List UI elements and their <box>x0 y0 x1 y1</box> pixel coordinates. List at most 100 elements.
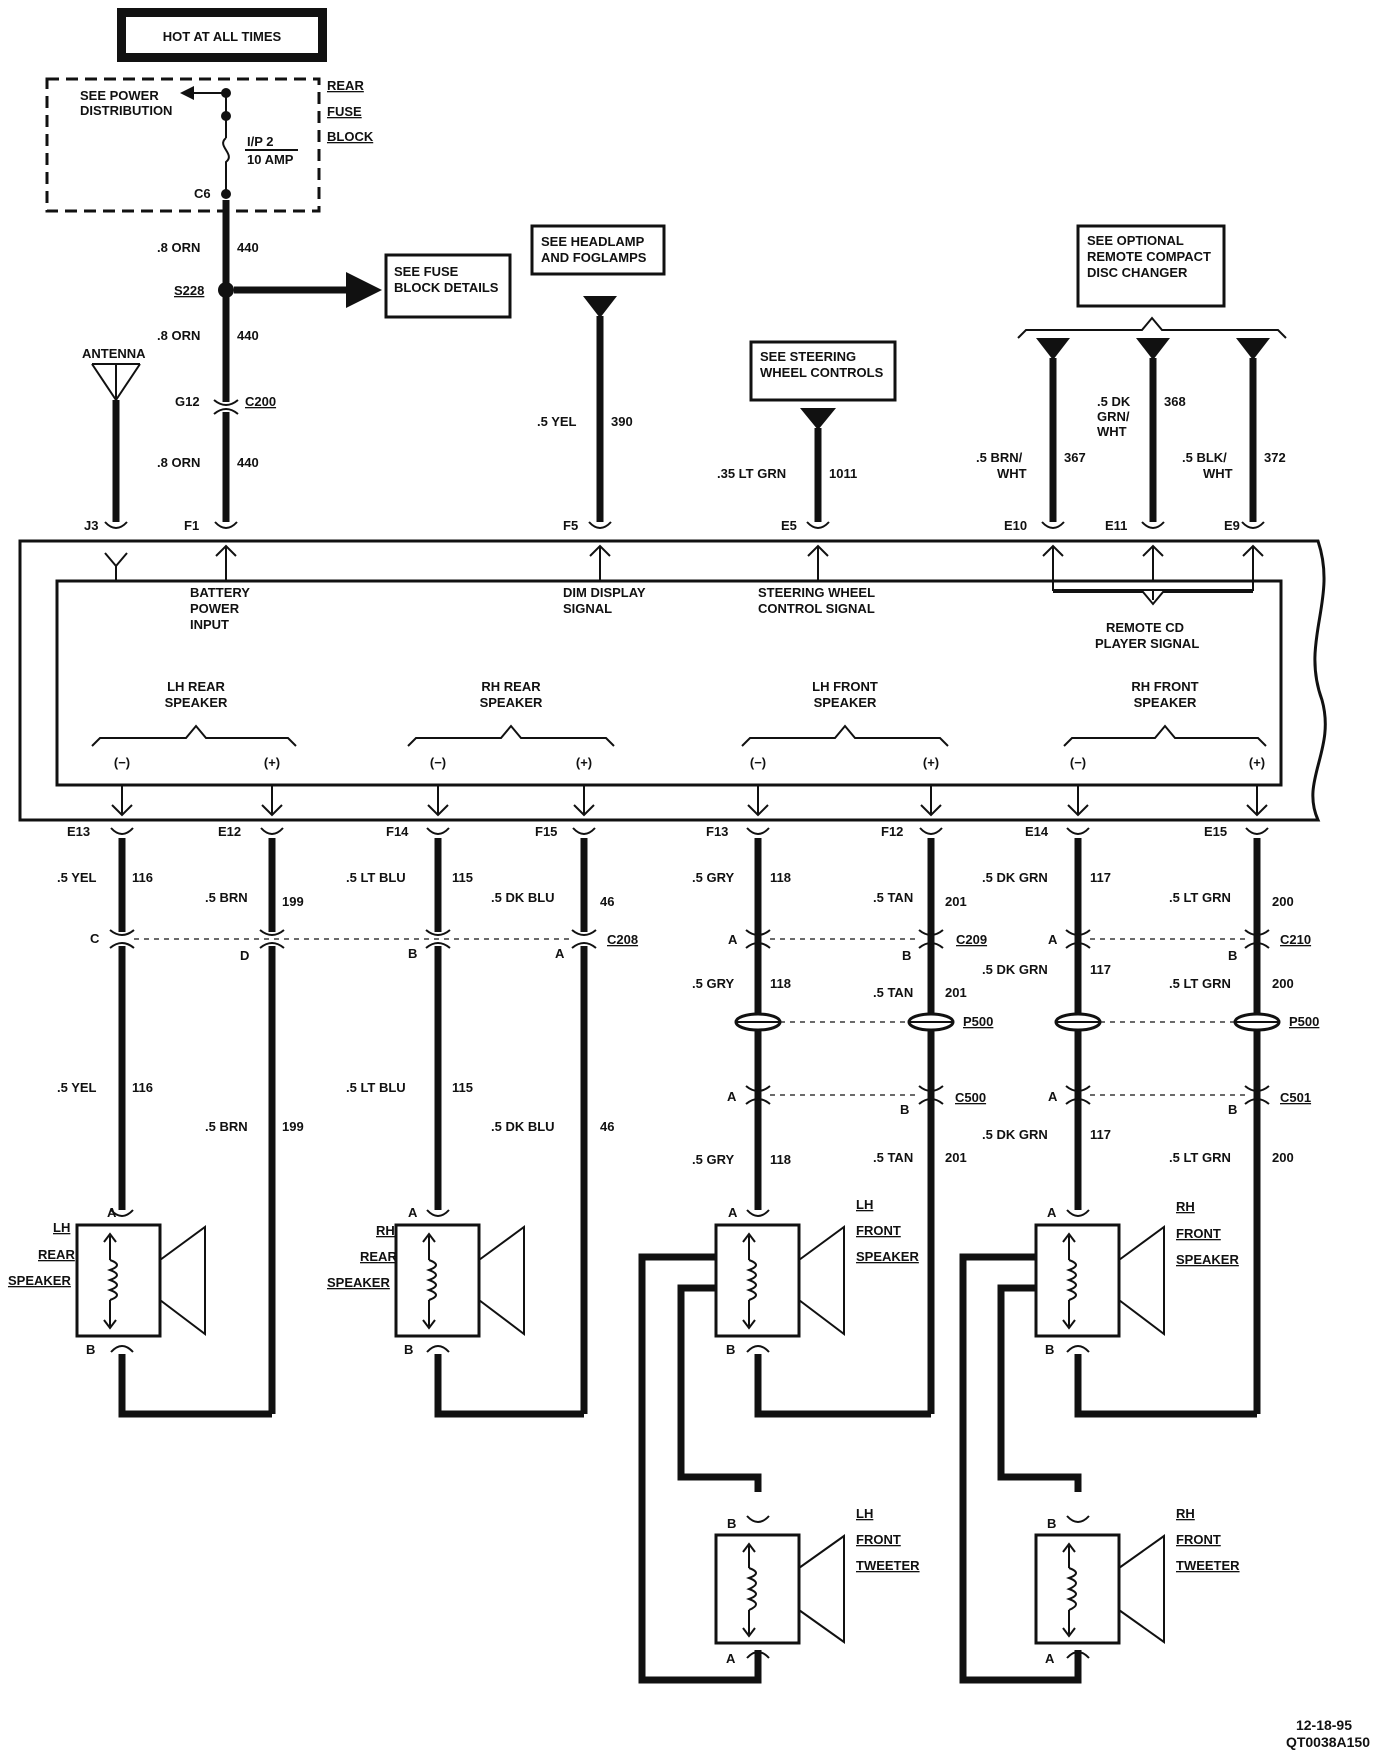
svg-text:A: A <box>726 1651 736 1666</box>
see-cd-changer-box: SEE OPTIONAL REMOTE COMPACT DISC CHANGER… <box>976 224 1287 522</box>
svg-text:BATTERY: BATTERY <box>190 585 250 600</box>
svg-text:STEERING WHEEL: STEERING WHEEL <box>758 585 875 600</box>
rh-front-speaker-icon: A B RH FRONT SPEAKER <box>1034 1199 1239 1357</box>
svg-text:POWER: POWER <box>190 601 240 616</box>
svg-text:.5 BRN: .5 BRN <box>205 890 248 905</box>
svg-text:WHT: WHT <box>1097 424 1127 439</box>
svg-text:.5 BRN/: .5 BRN/ <box>976 450 1023 465</box>
svg-text:REAR: REAR <box>38 1247 75 1262</box>
svg-text:REMOTE CD: REMOTE CD <box>1106 620 1184 635</box>
connector-links <box>770 938 1245 1096</box>
svg-text:.5 TAN: .5 TAN <box>873 985 913 1000</box>
svg-text:200: 200 <box>1272 894 1294 909</box>
svg-text:SPEAKER: SPEAKER <box>814 695 877 710</box>
svg-text:SPEAKER: SPEAKER <box>1176 1252 1239 1267</box>
svg-text:.5 LT BLU: .5 LT BLU <box>346 1080 406 1095</box>
arrow-left-icon <box>180 86 194 100</box>
svg-text:.8 ORN: .8 ORN <box>157 328 200 343</box>
svg-text:GRN/: GRN/ <box>1097 409 1130 424</box>
svg-text:117: 117 <box>1090 1127 1111 1142</box>
svg-text:F5: F5 <box>563 518 578 533</box>
svg-text:A: A <box>555 946 565 961</box>
svg-text:.5 DK GRN: .5 DK GRN <box>982 962 1048 977</box>
top-pin-connectors: J3 F1 F5 E5 E10 E11 E9 <box>84 518 1265 581</box>
svg-text:SPEAKER: SPEAKER <box>856 1249 919 1264</box>
svg-text:E14: E14 <box>1025 824 1049 839</box>
svg-text:REMOTE COMPACT: REMOTE COMPACT <box>1087 249 1211 264</box>
svg-text:440: 440 <box>237 240 259 255</box>
svg-text:(+): (+) <box>923 755 939 770</box>
svg-text:LH REAR: LH REAR <box>167 679 225 694</box>
see-steering-box: SEE STEERING WHEEL CONTROLS .35 LT GRN 1… <box>717 340 897 522</box>
svg-text:46: 46 <box>600 1119 614 1134</box>
svg-text:WHT: WHT <box>1203 466 1233 481</box>
splice-s228: S228 <box>174 272 382 308</box>
svg-text:390: 390 <box>611 414 633 429</box>
svg-text:SPEAKER: SPEAKER <box>165 695 228 710</box>
svg-text:116: 116 <box>132 870 153 885</box>
svg-text:A: A <box>1048 932 1058 947</box>
svg-text:FUSE: FUSE <box>327 104 362 119</box>
svg-text:E13: E13 <box>67 824 90 839</box>
svg-text:118: 118 <box>770 870 791 885</box>
svg-text:DISC CHANGER: DISC CHANGER <box>1087 265 1188 280</box>
svg-text:E12: E12 <box>218 824 241 839</box>
svg-text:440: 440 <box>237 328 259 343</box>
svg-text:199: 199 <box>282 1119 304 1134</box>
svg-text:A: A <box>408 1205 418 1220</box>
svg-text:WHT: WHT <box>997 466 1027 481</box>
svg-text:46: 46 <box>600 894 614 909</box>
svg-text:BLOCK DETAILS: BLOCK DETAILS <box>394 280 499 295</box>
svg-text:.5 DK GRN: .5 DK GRN <box>982 870 1048 885</box>
bottom-pin-arrows <box>111 785 1268 817</box>
svg-text:.5 YEL: .5 YEL <box>57 1080 97 1095</box>
svg-text:.5 BRN: .5 BRN <box>205 1119 248 1134</box>
svg-text:HOT AT ALL TIMES: HOT AT ALL TIMES <box>163 29 282 44</box>
svg-text:G12: G12 <box>175 394 200 409</box>
hot-at-all-times-box: HOT AT ALL TIMES <box>117 8 327 62</box>
svg-text:.5 TAN: .5 TAN <box>873 890 913 905</box>
svg-text:1011: 1011 <box>829 466 857 481</box>
svg-text:RH: RH <box>1176 1199 1195 1214</box>
svg-text:372: 372 <box>1264 450 1286 465</box>
svg-text:SEE POWER: SEE POWER <box>80 88 159 103</box>
svg-text:C200: C200 <box>245 394 276 409</box>
svg-text:118: 118 <box>770 1152 791 1167</box>
svg-text:F15: F15 <box>535 824 557 839</box>
lh-rear-speaker-icon: A B LH REAR SPEAKER <box>8 1205 206 1357</box>
svg-text:B: B <box>727 1516 736 1531</box>
svg-text:C500: C500 <box>955 1090 986 1105</box>
svg-text:.5 BLK/: .5 BLK/ <box>1182 450 1227 465</box>
svg-text:QT0038A150: QT0038A150 <box>1286 1734 1370 1750</box>
svg-text:200: 200 <box>1272 976 1294 991</box>
svg-text:FRONT: FRONT <box>1176 1532 1221 1547</box>
svg-text:PLAYER SIGNAL: PLAYER SIGNAL <box>1095 636 1199 651</box>
see-fuse-block-box: SEE FUSE BLOCK DETAILS <box>384 253 512 319</box>
svg-text:E15: E15 <box>1204 824 1227 839</box>
svg-text:B: B <box>1047 1516 1056 1531</box>
svg-text:B: B <box>900 1102 909 1117</box>
svg-text:ANTENNA: ANTENNA <box>82 346 146 361</box>
svg-text:.5 GRY: .5 GRY <box>692 870 734 885</box>
svg-text:INPUT: INPUT <box>190 617 229 632</box>
svg-text:SPEAKER: SPEAKER <box>480 695 543 710</box>
svg-text:.5 LT GRN: .5 LT GRN <box>1169 976 1231 991</box>
power-wire: .8 ORN 440 .8 ORN 440 .8 ORN 440 <box>157 200 259 522</box>
diagram-footer: 12-18-95 QT0038A150 <box>1286 1717 1370 1750</box>
svg-text:.5 YEL: .5 YEL <box>537 414 577 429</box>
svg-text:P500: P500 <box>963 1014 993 1029</box>
connector-c200: G12 C200 <box>175 394 276 415</box>
svg-text:E5: E5 <box>781 518 797 533</box>
svg-text:(−): (−) <box>1070 755 1086 770</box>
svg-text:(+): (+) <box>576 755 592 770</box>
rh-rear-speaker-icon: A B RH REAR SPEAKER <box>327 1205 525 1357</box>
svg-text:C210: C210 <box>1280 932 1311 947</box>
svg-text:(−): (−) <box>750 755 766 770</box>
svg-text:RH FRONT: RH FRONT <box>1131 679 1198 694</box>
svg-text:WHEEL CONTROLS: WHEEL CONTROLS <box>760 365 884 380</box>
speaker-group-rh-rear: RH REAR SPEAKER (−) (+) <box>407 679 615 770</box>
svg-text:201: 201 <box>945 1150 967 1165</box>
svg-text:B: B <box>404 1342 413 1357</box>
svg-text:F14: F14 <box>386 824 409 839</box>
